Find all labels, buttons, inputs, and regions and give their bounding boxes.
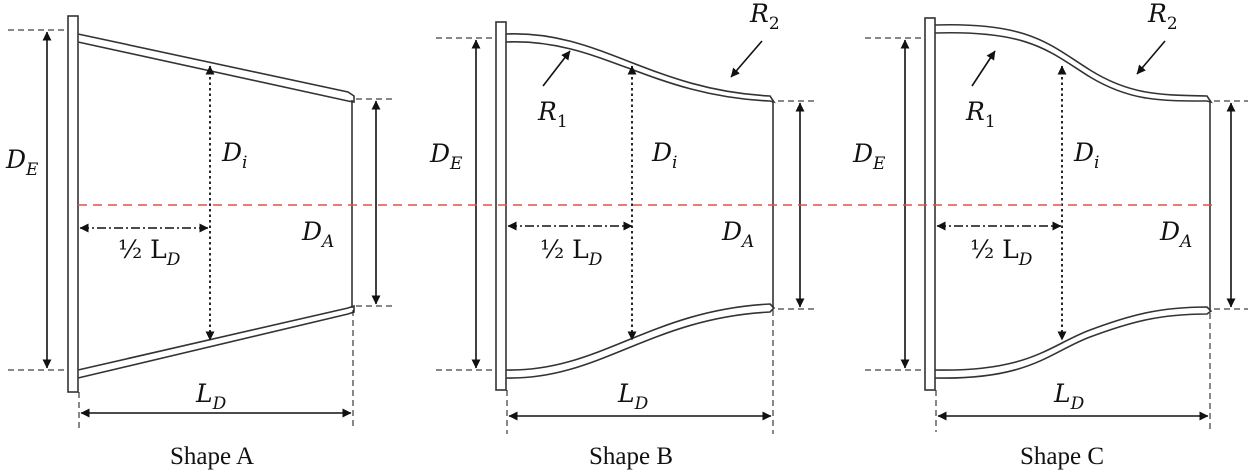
shape-a-upper-wall	[77, 33, 355, 103]
shape-c-label-di: Di	[1073, 138, 1099, 173]
shape-b-label-ld: LD	[617, 379, 649, 414]
shape-a-caption: Shape A	[170, 443, 254, 470]
shape-c-label-de: DE	[852, 139, 886, 174]
shape-b-label-de: DE	[429, 139, 463, 174]
shape-b-label-da: DA	[721, 217, 754, 252]
shape-c-r1-leader	[971, 50, 996, 87]
shape-a-lower-wall	[77, 304, 355, 379]
shape-c-label-ld: LD	[1053, 379, 1085, 414]
shape-a-label-half-ld: ½ LD	[118, 235, 181, 270]
shape-b-r2-leader	[730, 40, 763, 78]
shape-c-r2-leader	[1136, 40, 1166, 75]
shape-b-label-r2: R2	[749, 0, 780, 34]
shape-a-label-de: DE	[5, 145, 39, 180]
shape-c-label-r1: R1	[965, 97, 996, 132]
shape-b: DE Di DA ½ LD LD R1 R2 Shape B	[429, 0, 818, 470]
shape-a-label-di: Di	[221, 138, 247, 173]
shape-c-lower-wall	[934, 306, 1213, 379]
shape-a: DE Di DA ½ LD LD Shape A	[5, 15, 396, 470]
shape-b-flange	[495, 21, 507, 391]
shape-c-label-r2: R2	[1147, 0, 1178, 34]
shape-c-label-da: DA	[1159, 217, 1192, 252]
shape-a-label-da: DA	[301, 217, 334, 252]
shape-b-label-r1: R1	[537, 97, 568, 132]
shape-c-flange	[924, 17, 936, 391]
shape-c: DE Di DA ½ LD LD R1 R2 Shape C	[852, 0, 1248, 470]
shape-b-label-half-ld: ½ LD	[540, 235, 603, 270]
shape-b-lower-wall	[505, 303, 776, 379]
shape-c-caption: Shape C	[1020, 443, 1104, 470]
shape-c-label-half-ld: ½ LD	[970, 235, 1033, 270]
shape-b-upper-wall	[505, 33, 776, 104]
shape-a-label-ld: LD	[195, 379, 227, 414]
shape-a-flange	[67, 15, 79, 393]
shape-b-label-di: Di	[651, 138, 677, 173]
shape-b-caption: Shape B	[589, 443, 673, 470]
shape-c-upper-wall	[934, 23, 1213, 104]
shape-b-r1-leader	[542, 50, 571, 87]
